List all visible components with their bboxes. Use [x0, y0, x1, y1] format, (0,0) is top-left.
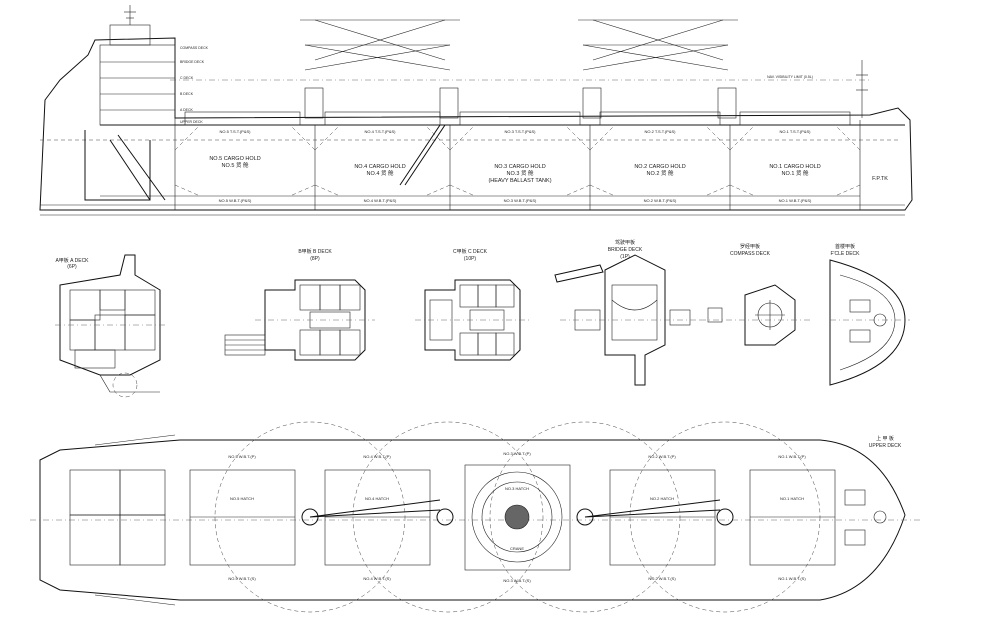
deck-mark-compass: COMPASS DECK: [180, 46, 209, 50]
b-deck-sub: (8P): [310, 256, 320, 262]
hold-1-label: NO.1 CARGO HOLD: [769, 164, 820, 170]
tst-2-label: NO.2 T.S.T.(P&S): [644, 129, 676, 134]
wbt-2-label: NO.2 W.B.T.(P&S): [644, 198, 677, 203]
upper-deck-title: UPPER DECK: [869, 443, 902, 449]
hold-4-label: NO.4 CARGO HOLD: [354, 164, 405, 170]
hold-2-label: NO.2 CARGO HOLD: [634, 164, 685, 170]
compass-deck-cn: 罗经甲板: [740, 243, 760, 250]
b-deck-plan: [224, 279, 375, 361]
bridge-deck-title: BRIDGE DECK: [608, 247, 643, 253]
wbt-3-label: NO.3 W.B.T.(P&S): [504, 198, 537, 203]
tank-1-s-label: NO.1 W.B.T.(S): [778, 576, 806, 581]
fcle-deck-cn: 首楼甲板: [835, 243, 855, 250]
deck-mark-b: B DECK: [180, 92, 194, 96]
hatch-2-label: NO.2 HATCH: [650, 496, 674, 501]
compass-deck-plan: [700, 284, 810, 346]
hatch-4-label: NO.4 HATCH: [365, 496, 389, 501]
deck-mark-a: A DECK: [180, 108, 194, 112]
profile-view: NO.5 CARGO HOLD NO.5 货 舱 NO.4 CARGO HOLD…: [39, 5, 913, 216]
tst-5-label: NO.5 T.S.T.(P&S): [219, 129, 251, 134]
fcle-deck-title: F'CLE DECK: [830, 251, 860, 257]
fpk-label: F.P.TK: [872, 176, 888, 182]
c-deck-plan: [415, 279, 530, 361]
hold-3-cn-label: NO.3 货 舱: [507, 169, 534, 177]
deck-mark-upper: UPPER DECK: [180, 120, 203, 124]
tank-2-p-label: NO.2 W.B.T.(P): [648, 454, 676, 459]
c-deck-title: C甲板 C DECK: [453, 248, 488, 255]
tank-5-p-label: NO.5 W.B.T.(P): [228, 454, 256, 459]
b-deck-title: B甲板 B DECK: [298, 248, 332, 255]
hold-1-cn-label: NO.1 货 舱: [782, 169, 809, 177]
a-deck-sub: (6P): [67, 264, 77, 270]
bridge-deck-cn: 驾驶甲板: [615, 239, 635, 246]
a-deck-title: A甲板 A DECK: [55, 257, 89, 264]
hold-5-label: NO.5 CARGO HOLD: [209, 156, 260, 162]
upper-deck-plan: NO.5 HATCH NO.4 HATCH NO.3 HATCH NO.2 HA…: [30, 421, 920, 613]
hold-5-cn-label: NO.5 货 舱: [222, 161, 249, 169]
ballast-note: (HEAVY BALLAST TANK): [488, 178, 551, 184]
crane-label: CRANE: [510, 546, 524, 551]
tank-3-s-label: NO.3 W.B.T.(S): [503, 578, 531, 583]
hatch-3-label: NO.3 HATCH: [505, 486, 529, 491]
tank-3-p-label: NO.3 W.B.T.(P): [503, 451, 531, 456]
bridge-deck-sub: (1P): [620, 254, 630, 260]
wbt-1-label: NO.1 W.B.T.(P&S): [779, 198, 812, 203]
visibility-note: NAV. VISIBILITY LIMIT (0.5L): [767, 75, 813, 79]
tank-5-s-label: NO.5 W.B.T.(S): [228, 576, 256, 581]
wbt-5-label: NO.5 W.B.T.(P&S): [219, 198, 252, 203]
c-deck-sub: (10P): [464, 256, 477, 262]
compass-deck-title: COMPASS DECK: [730, 251, 771, 257]
tank-1-p-label: NO.1 W.B.T.(P): [778, 454, 806, 459]
hold-2-cn-label: NO.2 货 舱: [647, 169, 674, 177]
tank-4-s-label: NO.4 W.B.T.(S): [363, 576, 391, 581]
a-deck-plan: [55, 254, 165, 398]
hold-3-label: NO.3 CARGO HOLD: [494, 164, 545, 170]
bridge-deck-plan: [554, 254, 700, 386]
deck-plans: A甲板 A DECK (6P) B甲板 B DECK (8P) C甲板 C DE…: [55, 239, 910, 398]
fcle-deck-plan: [829, 259, 910, 386]
crane-profile-1: [300, 19, 460, 119]
deck-mark-bridge: BRIDGE DECK: [180, 60, 205, 64]
tst-3-label: NO.3 T.S.T.(P&S): [504, 129, 536, 134]
tst-1-label: NO.1 T.S.T.(P&S): [779, 129, 811, 134]
hatch-1-label: NO.1 HATCH: [780, 496, 804, 501]
crane-profile-2: [578, 19, 738, 119]
tank-4-p-label: NO.4 W.B.T.(P): [363, 454, 391, 459]
hold-4-cn-label: NO.4 货 舱: [367, 169, 394, 177]
tank-2-s-label: NO.2 W.B.T.(S): [648, 576, 676, 581]
tst-4-label: NO.4 T.S.T.(P&S): [364, 129, 396, 134]
upper-deck-cn: 上 甲 板: [876, 435, 894, 442]
wbt-4-label: NO.4 W.B.T.(P&S): [364, 198, 397, 203]
deck-mark-c: C DECK: [180, 76, 194, 80]
hatch-5-label: NO.5 HATCH: [230, 496, 254, 501]
